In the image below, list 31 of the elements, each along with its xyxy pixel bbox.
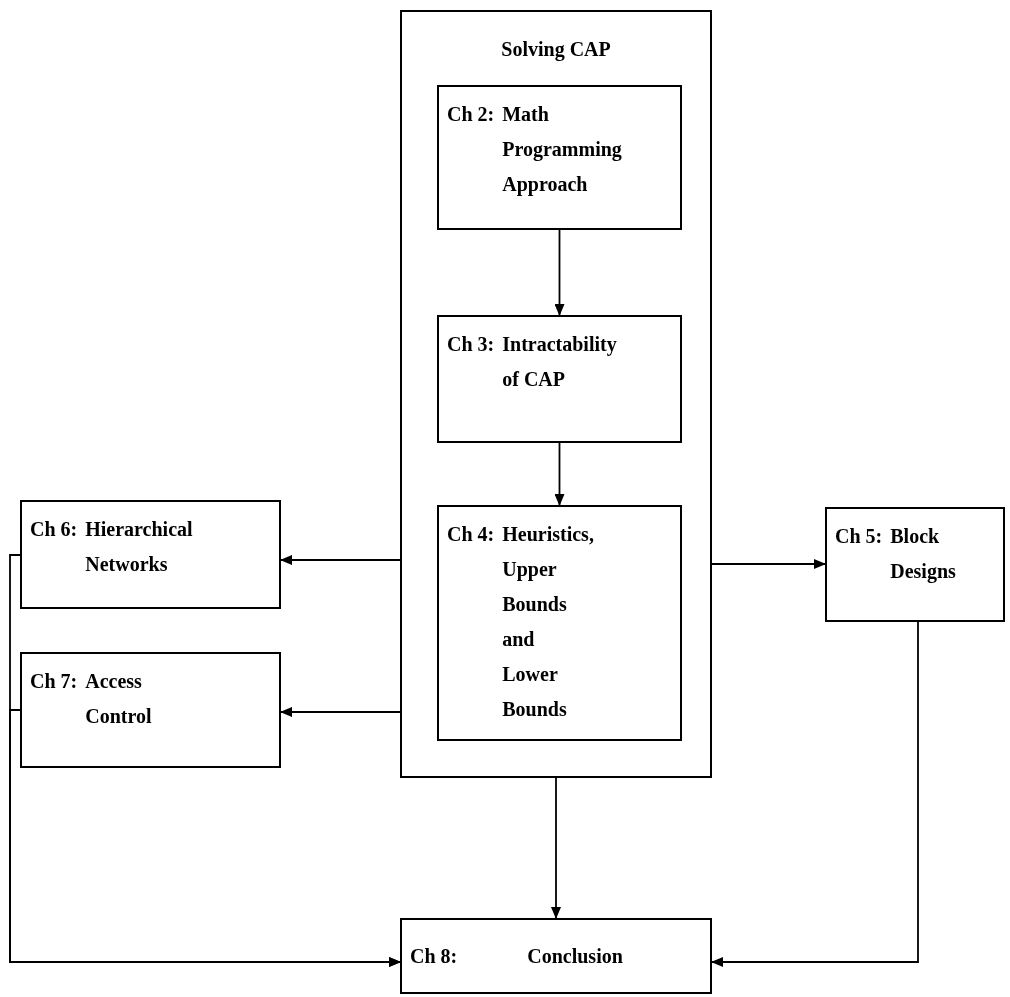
chapter-box (437, 85, 682, 230)
chapter-title: Math Programming Approach (502, 102, 622, 198)
arrow (711, 559, 826, 569)
arrow (554, 442, 565, 506)
group-title: Solving CAP (501, 37, 611, 63)
chapter-title: Block Designs (890, 524, 956, 585)
chapter-title: Intractability of CAP (502, 332, 618, 392)
arrow (280, 707, 401, 717)
arrow (711, 621, 919, 967)
chapter-box (437, 315, 682, 443)
chapter-number: Ch 3: (447, 332, 495, 357)
chapter-box (400, 918, 712, 994)
chapter-number: Ch 8: (410, 943, 458, 969)
chapter-title: Conclusion (527, 943, 623, 969)
chapter-box (20, 500, 281, 609)
chapter-number: Ch 6: (30, 517, 78, 542)
chapter-title: Access Control (85, 669, 152, 729)
chapter-box (825, 507, 1005, 622)
chapter-box (20, 652, 281, 768)
arrow (9, 709, 401, 967)
chapter-number: Ch 7: (30, 669, 78, 694)
arrow (554, 229, 565, 316)
chapter-number: Ch 2: (447, 102, 495, 127)
chapter-number: Ch 5: (835, 524, 883, 549)
chapter-title: Hierarchical Networks (85, 517, 194, 577)
arrow (280, 555, 401, 565)
chapter-title: Heuristics, Upper Bounds and Lower Bounds (502, 522, 594, 722)
chapter-number: Ch 4: (447, 522, 495, 547)
chapter-box (437, 505, 682, 741)
arrow (551, 777, 561, 919)
group-box (400, 10, 712, 778)
